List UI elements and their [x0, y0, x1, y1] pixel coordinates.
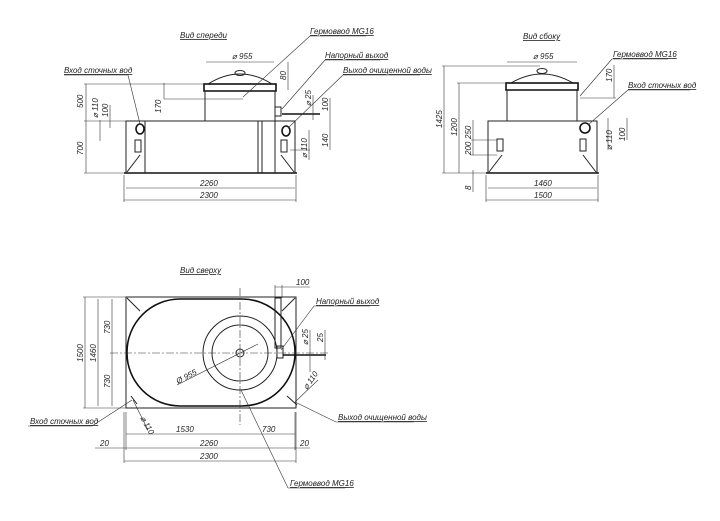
dim-side-h100: 100 [618, 127, 627, 141]
side-view: Вид сбоку ⌀ 955 1425 1200 250 200 8 170 … [435, 32, 697, 202]
side-upper-body [506, 89, 578, 122]
side-inlet-pipe [579, 122, 591, 134]
dim-top-w2260: 2260 [199, 439, 218, 448]
dim-side-h8: 8 [464, 185, 473, 190]
dim-top-w20-right: 20 [299, 439, 309, 448]
front-main-body [125, 120, 296, 174]
label-side-cable-gland: Гермоввод MG16 [613, 50, 677, 59]
dim-top-h730-lower: 730 [103, 374, 112, 388]
label-top-inlet: Вход сточных вод [30, 417, 99, 426]
dim-top-w100: 100 [296, 278, 310, 287]
side-lid [505, 82, 579, 91]
front-lid-handle [234, 70, 246, 76]
label-top-cable-gland: Гермоввод MG16 [290, 479, 354, 488]
dim-side-h1200: 1200 [450, 118, 459, 136]
dim-side-w1500: 1500 [534, 191, 552, 200]
dim-front-d25: ⌀ 25 [304, 90, 313, 106]
dim-front-h100-right: 100 [321, 97, 330, 111]
top-frame [125, 296, 297, 409]
top-inlet-pipe [130, 395, 138, 405]
top-pressure-pipe [274, 297, 282, 349]
dim-front-d110-left: ⌀ 110 [91, 98, 100, 118]
label-front-inlet: Вход сточных вод [64, 66, 133, 75]
front-inlet-pipe [135, 123, 145, 135]
dim-side-w1460: 1460 [534, 179, 552, 188]
dim-front-w2300: 2300 [199, 191, 218, 200]
label-side-inlet: Вход сточных вод [628, 81, 697, 90]
dim-front-h500: 500 [76, 94, 85, 108]
label-top-treated-outlet: Выход очищенной воды [338, 413, 427, 422]
front-bracket-left [134, 139, 142, 153]
label-top-pressure-outlet: Напорный выход [316, 297, 380, 306]
dim-front-h140: 140 [321, 133, 330, 147]
dim-top-h1500: 1500 [76, 344, 85, 362]
dim-top-w20-left: 20 [99, 439, 109, 448]
dim-top-h25: 25 [316, 333, 325, 343]
dim-front-h700: 700 [76, 141, 85, 155]
dim-top-w730: 730 [262, 425, 276, 434]
top-view-title: Вид сверху [180, 266, 222, 275]
dim-side-d110: ⌀ 110 [605, 130, 614, 150]
top-outlet-pipe [286, 395, 298, 406]
dim-top-h1460: 1460 [89, 344, 98, 362]
dim-front-d955: ⌀ 955 [232, 52, 253, 61]
label-front-pressure-outlet: Напорный выход [325, 51, 389, 60]
dim-front-h170: 170 [154, 99, 163, 113]
dim-side-h1425: 1425 [435, 110, 444, 128]
top-view: Вид сверху Ø 955 100 ⌀ 25 25 ⌀ 110 ⌀ 110… [28, 266, 427, 489]
front-bracket-right [280, 139, 288, 153]
dim-side-h250: 250 [464, 125, 473, 140]
front-lid-dome [207, 73, 273, 85]
dim-side-h170: 170 [605, 68, 614, 82]
front-view-title: Вид спереди [180, 31, 228, 40]
dim-side-h200: 200 [464, 141, 473, 156]
dim-top-h730-upper: 730 [103, 320, 112, 334]
dim-top-w1530: 1530 [176, 425, 194, 434]
front-view: Вид спереди ⌀ 955 500 700 170 80 ⌀ 110 1… [64, 27, 432, 202]
label-front-cable-gland: Гермоввод MG16 [310, 27, 374, 36]
dim-front-d110-right: ⌀ 110 [300, 138, 309, 158]
top-tank-outline [126, 298, 296, 407]
dim-front-h80: 80 [279, 71, 288, 80]
dim-top-d955: Ø 955 [174, 367, 199, 386]
side-view-title: Вид сбоку [523, 32, 561, 41]
front-lid [203, 83, 277, 92]
front-outlet-pipe [281, 125, 291, 137]
label-front-treated-outlet: Выход очищенной воды [343, 66, 432, 75]
side-lid-handle [536, 68, 548, 74]
dim-front-h100-left: 100 [101, 103, 110, 117]
front-upper-body [204, 90, 276, 122]
front-pressure-outlet [274, 106, 282, 117]
dim-front-w2260: 2260 [199, 179, 218, 188]
dim-side-d955: ⌀ 955 [533, 52, 554, 61]
dim-top-w2300: 2300 [199, 452, 218, 461]
dim-top-d110-left: ⌀ 110 [138, 415, 156, 437]
dim-top-d25: ⌀ 25 [301, 329, 310, 345]
